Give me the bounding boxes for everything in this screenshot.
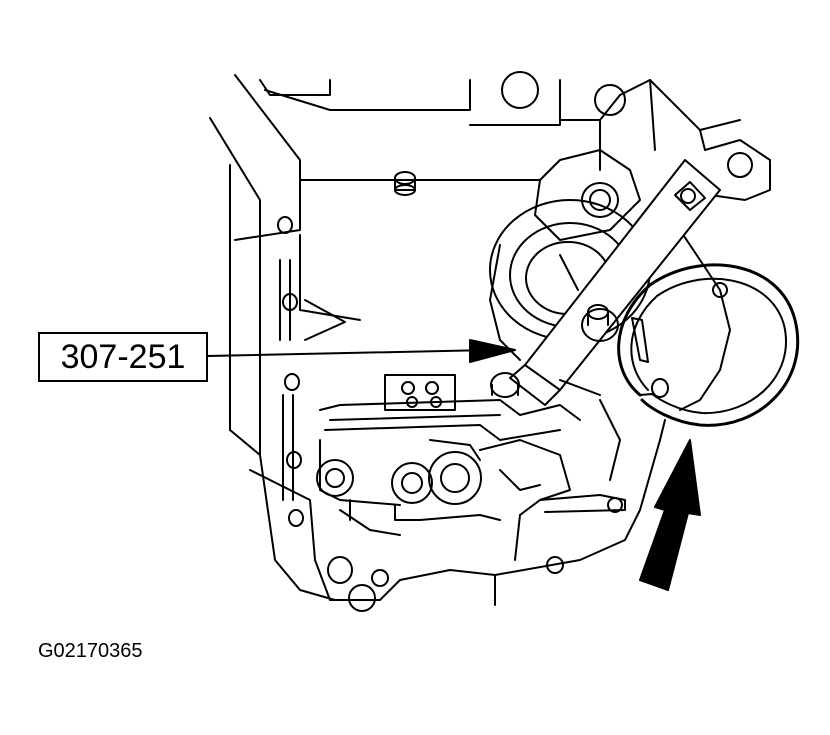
case-outline [209, 74, 771, 606]
tool-number-callout: 307-251 [38, 332, 208, 382]
flange-bolt-holes [277, 71, 753, 612]
direction-arrow [639, 439, 701, 591]
tool-number-label: 307-251 [60, 337, 186, 376]
callout-leader [207, 339, 516, 363]
top-stud [394, 171, 416, 196]
tool-307-251 [490, 159, 721, 406]
snap-ring [617, 263, 800, 427]
figure-id: G02170365 [38, 640, 143, 662]
lower-components [316, 374, 626, 561]
